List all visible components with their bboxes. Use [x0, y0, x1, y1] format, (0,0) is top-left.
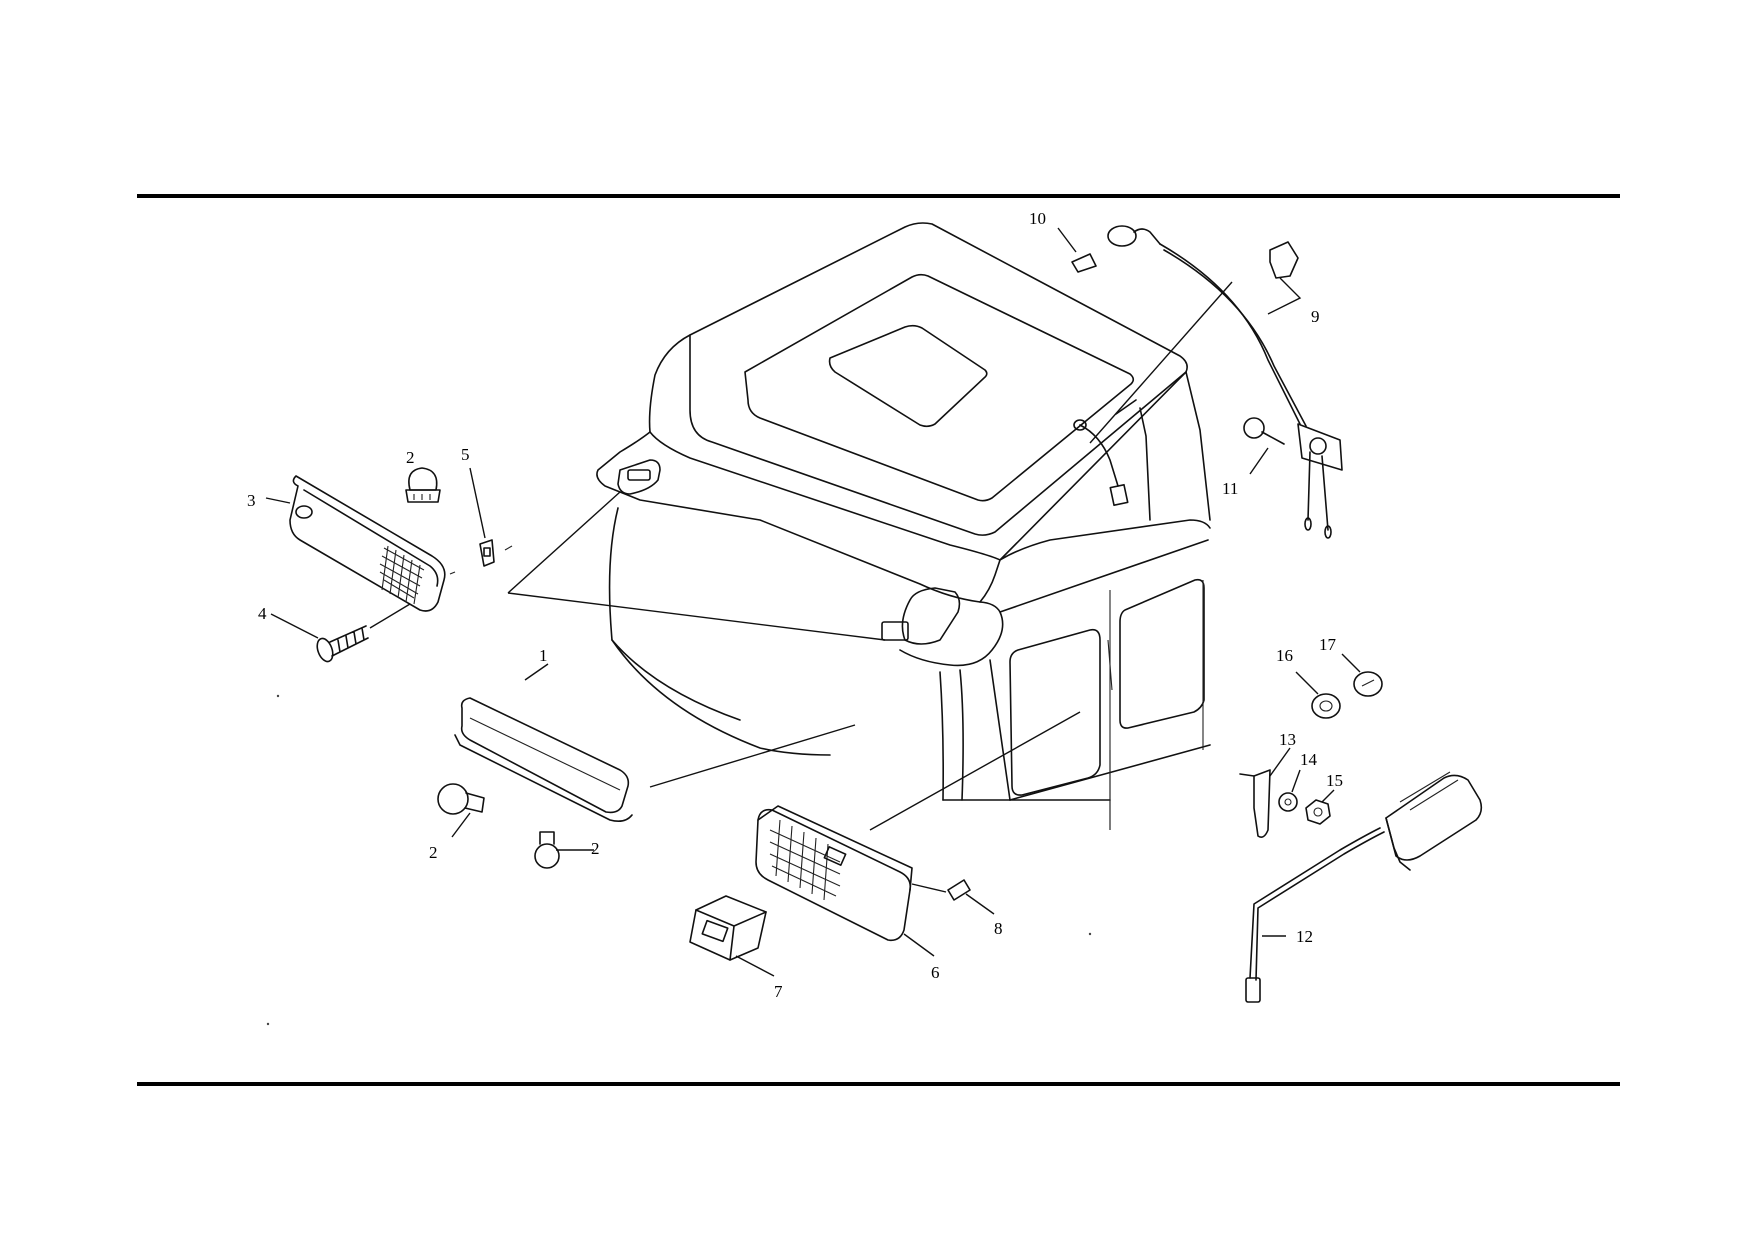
part-17-grommet	[1341, 653, 1383, 697]
bottom-rule	[137, 1082, 1620, 1086]
callout-9: 9	[1311, 307, 1320, 326]
callout-16: 16	[1276, 646, 1293, 665]
callout-2: 2	[429, 843, 438, 862]
callout-12: 12	[1296, 927, 1313, 946]
part-2-bulb-left	[437, 783, 485, 838]
part-15-nut	[1305, 789, 1335, 825]
callout-2: 2	[591, 839, 600, 858]
callout-4: 4	[258, 604, 267, 623]
part-4-screw	[270, 603, 411, 663]
callout-10: 10	[1029, 209, 1046, 228]
part-14-washer	[1278, 769, 1301, 812]
part-5-clip	[449, 467, 513, 575]
part-1-roof-lamp	[454, 663, 633, 822]
part-16-grommet	[1295, 671, 1341, 719]
callout-6: 6	[931, 963, 940, 982]
callout-11: 11	[1222, 479, 1239, 498]
callout-1: 1	[539, 646, 548, 665]
cab-body	[596, 222, 1211, 830]
callout-2: 2	[406, 448, 415, 467]
callout-14: 14	[1300, 750, 1317, 769]
part-9-cable-assembly	[1107, 225, 1343, 539]
callout-5: 5	[461, 445, 470, 464]
part-2-bulb-top	[405, 467, 441, 503]
leader-lines	[507, 281, 1233, 831]
callout-3: 3	[247, 491, 256, 510]
part-3-side-marker-lamp	[265, 475, 446, 612]
callout-8: 8	[994, 919, 1003, 938]
callout-13: 13	[1279, 730, 1296, 749]
part-7-switch	[689, 895, 775, 977]
part-12-mirror-lamp	[1245, 771, 1483, 1003]
part-2-bulb-bottom	[534, 831, 594, 869]
part-11-bulb	[1243, 417, 1285, 475]
part-6-work-lamp	[755, 805, 947, 957]
callout-15: 15	[1326, 771, 1343, 790]
part-13-bracket	[1239, 747, 1291, 838]
callout-17: 17	[1319, 635, 1336, 654]
part-10-bulb	[1057, 227, 1097, 273]
part-8-bulb	[947, 879, 995, 915]
top-rule	[137, 194, 1620, 198]
callout-7: 7	[774, 982, 783, 1001]
